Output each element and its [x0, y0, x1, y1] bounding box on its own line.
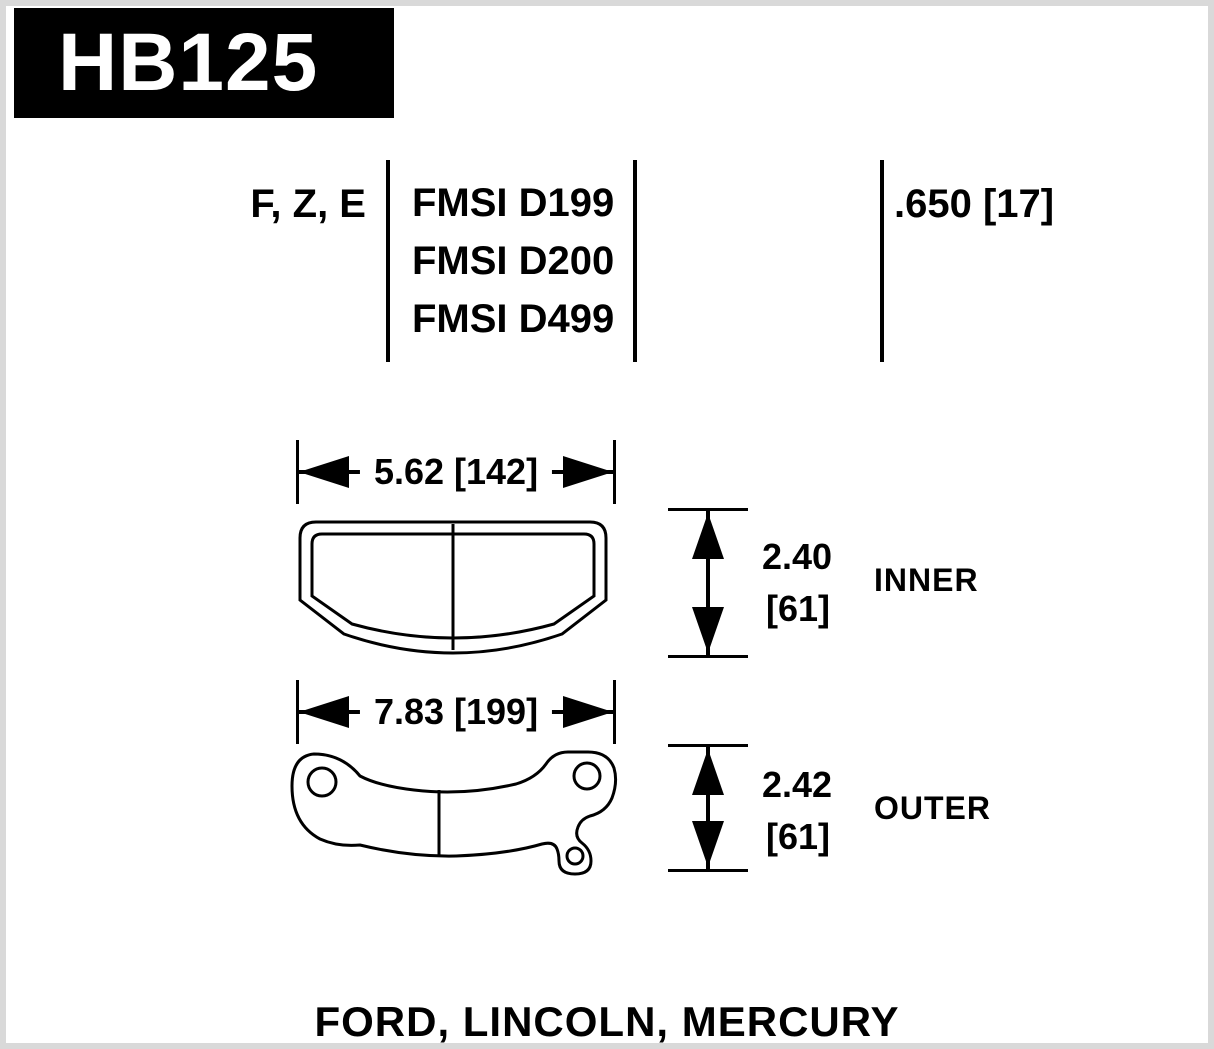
- backing-plate-outline: [290, 750, 618, 876]
- fmsi-list: FMSI D199 FMSI D200 FMSI D499: [412, 174, 614, 348]
- part-number: HB125: [58, 17, 319, 108]
- vehicle-applications: FORD, LINCOLN, MERCURY: [314, 998, 900, 1045]
- outer-pad-drawing: [290, 750, 618, 876]
- pad-thickness: .650 [17]: [894, 182, 1055, 226]
- extension-line: [296, 440, 299, 504]
- extension-line: [613, 680, 616, 744]
- inner-pad-drawing: [298, 520, 608, 655]
- arrowhead-up-icon: [692, 513, 724, 559]
- extension-line: [668, 869, 748, 872]
- spec-divider-3: [880, 160, 884, 362]
- extension-line: [296, 680, 299, 744]
- outer-pad-height-in: 2.42: [762, 764, 833, 805]
- part-number-banner: HB125: [14, 8, 394, 118]
- friction-material-line: [310, 532, 596, 640]
- dimension-line: [706, 511, 710, 655]
- spec-divider-1: [386, 160, 390, 362]
- inner-pad-width-value: 5.62 [142]: [359, 451, 553, 493]
- arrowhead-right-icon: [563, 696, 613, 728]
- arrowhead-up-icon: [692, 749, 724, 795]
- inner-pad-height-in: 2.40: [762, 536, 833, 577]
- extension-line: [668, 744, 748, 747]
- fmsi-item: FMSI D499: [412, 297, 615, 341]
- outer-pad-width-value: 7.83 [199]: [359, 691, 553, 733]
- dimension-line: [706, 747, 710, 869]
- inner-pad-height-dimension: [668, 508, 748, 658]
- inner-pad-height-mm: [61]: [766, 588, 831, 629]
- mounting-hole-lower: [565, 846, 585, 866]
- outer-pad-height-dimension: [668, 744, 748, 872]
- arrowhead-down-icon: [692, 821, 724, 867]
- fmsi-item: FMSI D200: [412, 239, 615, 283]
- inner-pad-width-dimension: 5.62 [142]: [296, 440, 616, 504]
- arrowhead-left-icon: [299, 696, 349, 728]
- arrowhead-right-icon: [563, 456, 613, 488]
- extension-line: [668, 655, 748, 658]
- outer-pad-label: OUTER: [874, 790, 991, 826]
- arrowhead-left-icon: [299, 456, 349, 488]
- mounting-hole-right: [572, 761, 602, 791]
- compound-codes: F, Z, E: [250, 182, 366, 226]
- outer-pad-width-dimension: 7.83 [199]: [296, 680, 616, 744]
- mounting-hole-left: [306, 766, 338, 798]
- extension-line: [613, 440, 616, 504]
- outer-pad-height-mm: [61]: [766, 816, 831, 857]
- inner-pad-label: INNER: [874, 562, 979, 598]
- extension-line: [668, 508, 748, 511]
- spec-divider-2: [633, 160, 637, 362]
- arrowhead-down-icon: [692, 607, 724, 653]
- fmsi-item: FMSI D199: [412, 181, 615, 225]
